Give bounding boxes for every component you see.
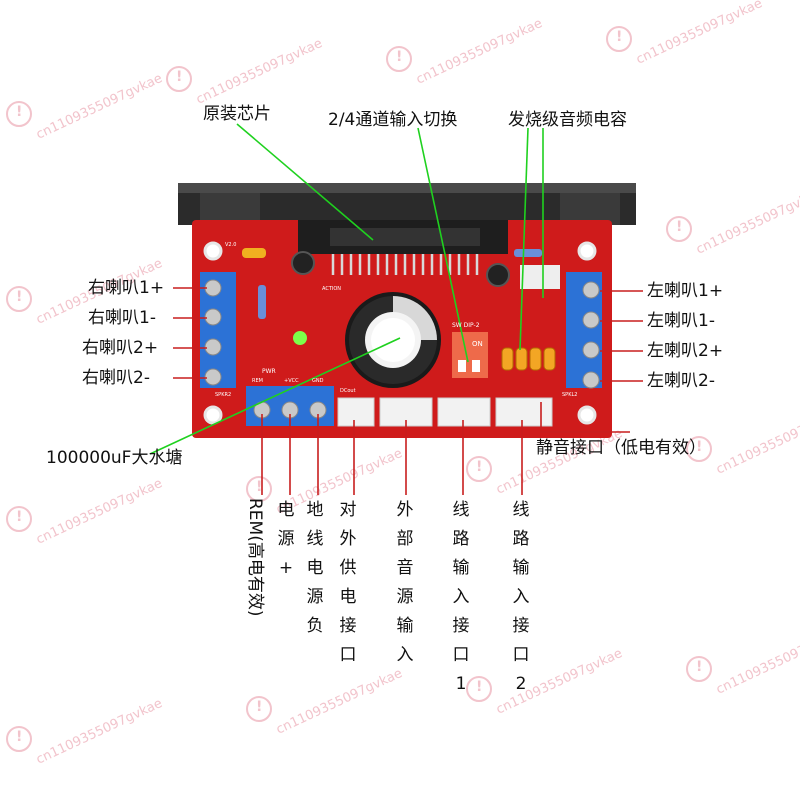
- silk-vcc: +VCC: [284, 378, 299, 384]
- label-rem: REM(高电有效): [245, 498, 265, 617]
- label-left-1-minus: 左喇叭1-: [647, 311, 715, 331]
- watermark-icon: [6, 101, 32, 127]
- label-right-1-plus: 右喇叭1+: [88, 278, 165, 298]
- silk-pwr: PWR: [262, 368, 276, 375]
- label-right-2-plus: 右喇叭2+: [82, 338, 159, 358]
- silk-spkr2: SPKR2: [215, 392, 232, 398]
- label-ground: 地线电源负: [306, 500, 324, 636]
- label-left-2-minus: 左喇叭2-: [647, 371, 715, 391]
- heatsink: [178, 183, 636, 225]
- silk-swdip: SW DIP-2: [452, 322, 480, 329]
- label-caps: 发烧级音频电容: [508, 110, 627, 130]
- label-mute: 静音接口（低电有效）: [536, 438, 706, 458]
- silk-dcout: DCout: [340, 388, 356, 394]
- watermark-icon: [466, 456, 492, 482]
- silk-action: ACTION: [322, 286, 342, 292]
- silk-spkl2: SPKL2: [562, 392, 578, 398]
- watermark-icon: [666, 216, 692, 242]
- label-right-2-minus: 右喇叭2-: [82, 368, 150, 388]
- watermark-icon: [606, 26, 632, 52]
- label-big-cap: 100000uF大水塘: [46, 448, 183, 468]
- label-right-1-minus: 右喇叭1-: [88, 308, 156, 328]
- silk-v20: V2.0: [225, 242, 237, 248]
- label-switch: 2/4通道输入切换: [328, 110, 458, 130]
- label-chip: 原装芯片: [203, 104, 271, 124]
- watermark-icon: [246, 696, 272, 722]
- watermark-icon: [6, 506, 32, 532]
- chip: [298, 220, 508, 254]
- watermark-icon: [686, 436, 712, 462]
- big-capacitor: [345, 292, 441, 388]
- label-power: 电源+: [277, 500, 295, 578]
- label-left-1-plus: 左喇叭1+: [647, 281, 724, 301]
- watermark-icon: [246, 476, 272, 502]
- right-speaker-terminal: [200, 272, 236, 388]
- label-supply: 对外供电接口: [339, 500, 357, 665]
- watermark-icon: [466, 676, 492, 702]
- label-line2: 线路输入接口2: [512, 500, 530, 694]
- watermark-icon: [6, 726, 32, 752]
- label-line1: 线路输入接口1: [452, 500, 470, 694]
- watermark-icon: [386, 46, 412, 72]
- left-speaker-terminal: [566, 272, 602, 389]
- silk-rem: REM: [252, 378, 263, 384]
- watermark-icon: [686, 656, 712, 682]
- label-left-2-plus: 左喇叭2+: [647, 341, 724, 361]
- label-ext: 外部音源输入: [396, 500, 414, 665]
- watermark-icon: [166, 66, 192, 92]
- silk-gnd: GND: [312, 378, 324, 384]
- silk-on: ON: [472, 340, 483, 348]
- watermark-icon: [6, 286, 32, 312]
